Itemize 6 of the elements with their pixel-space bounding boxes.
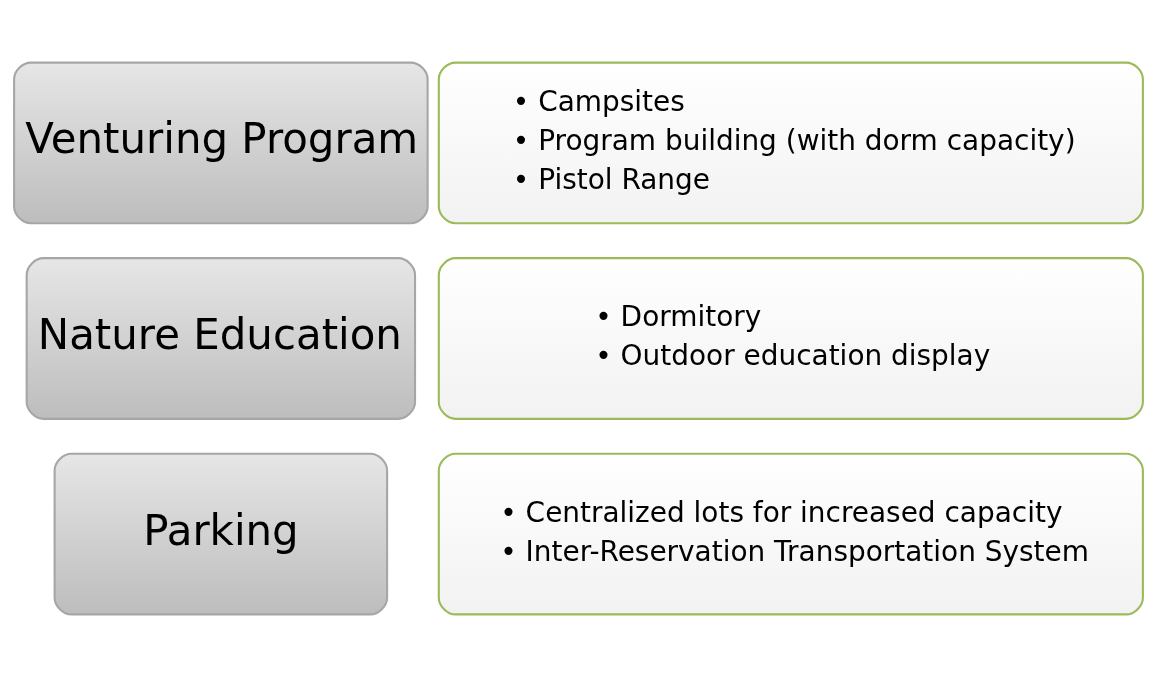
node-box: • Dormitory • Outdoor education display — [437, 257, 1144, 420]
node-box: • Campsites • Program building (with dorm capacity) • Pistol Range — [437, 61, 1144, 225]
node-box: • Centralized lots for increased capacity • Inter-Reservation Transportation System — [437, 452, 1144, 616]
node-box: Venturing Program — [13, 61, 429, 225]
node-box: Parking — [53, 452, 389, 616]
node-box: Nature Education — [25, 257, 417, 420]
